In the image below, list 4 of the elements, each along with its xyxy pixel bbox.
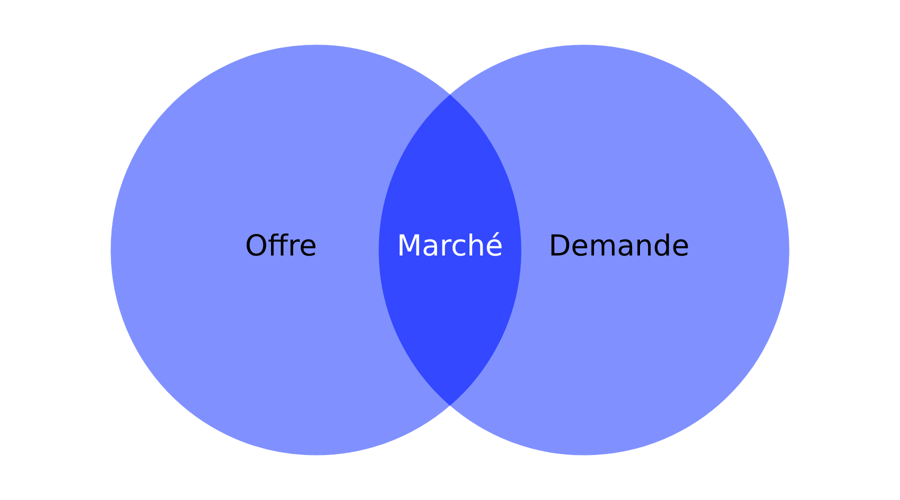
intersection-label: Marché [396,228,504,264]
circle-label: Offre [245,228,317,264]
circle-label: Demande [548,228,690,264]
venn-intersection [379,94,521,406]
